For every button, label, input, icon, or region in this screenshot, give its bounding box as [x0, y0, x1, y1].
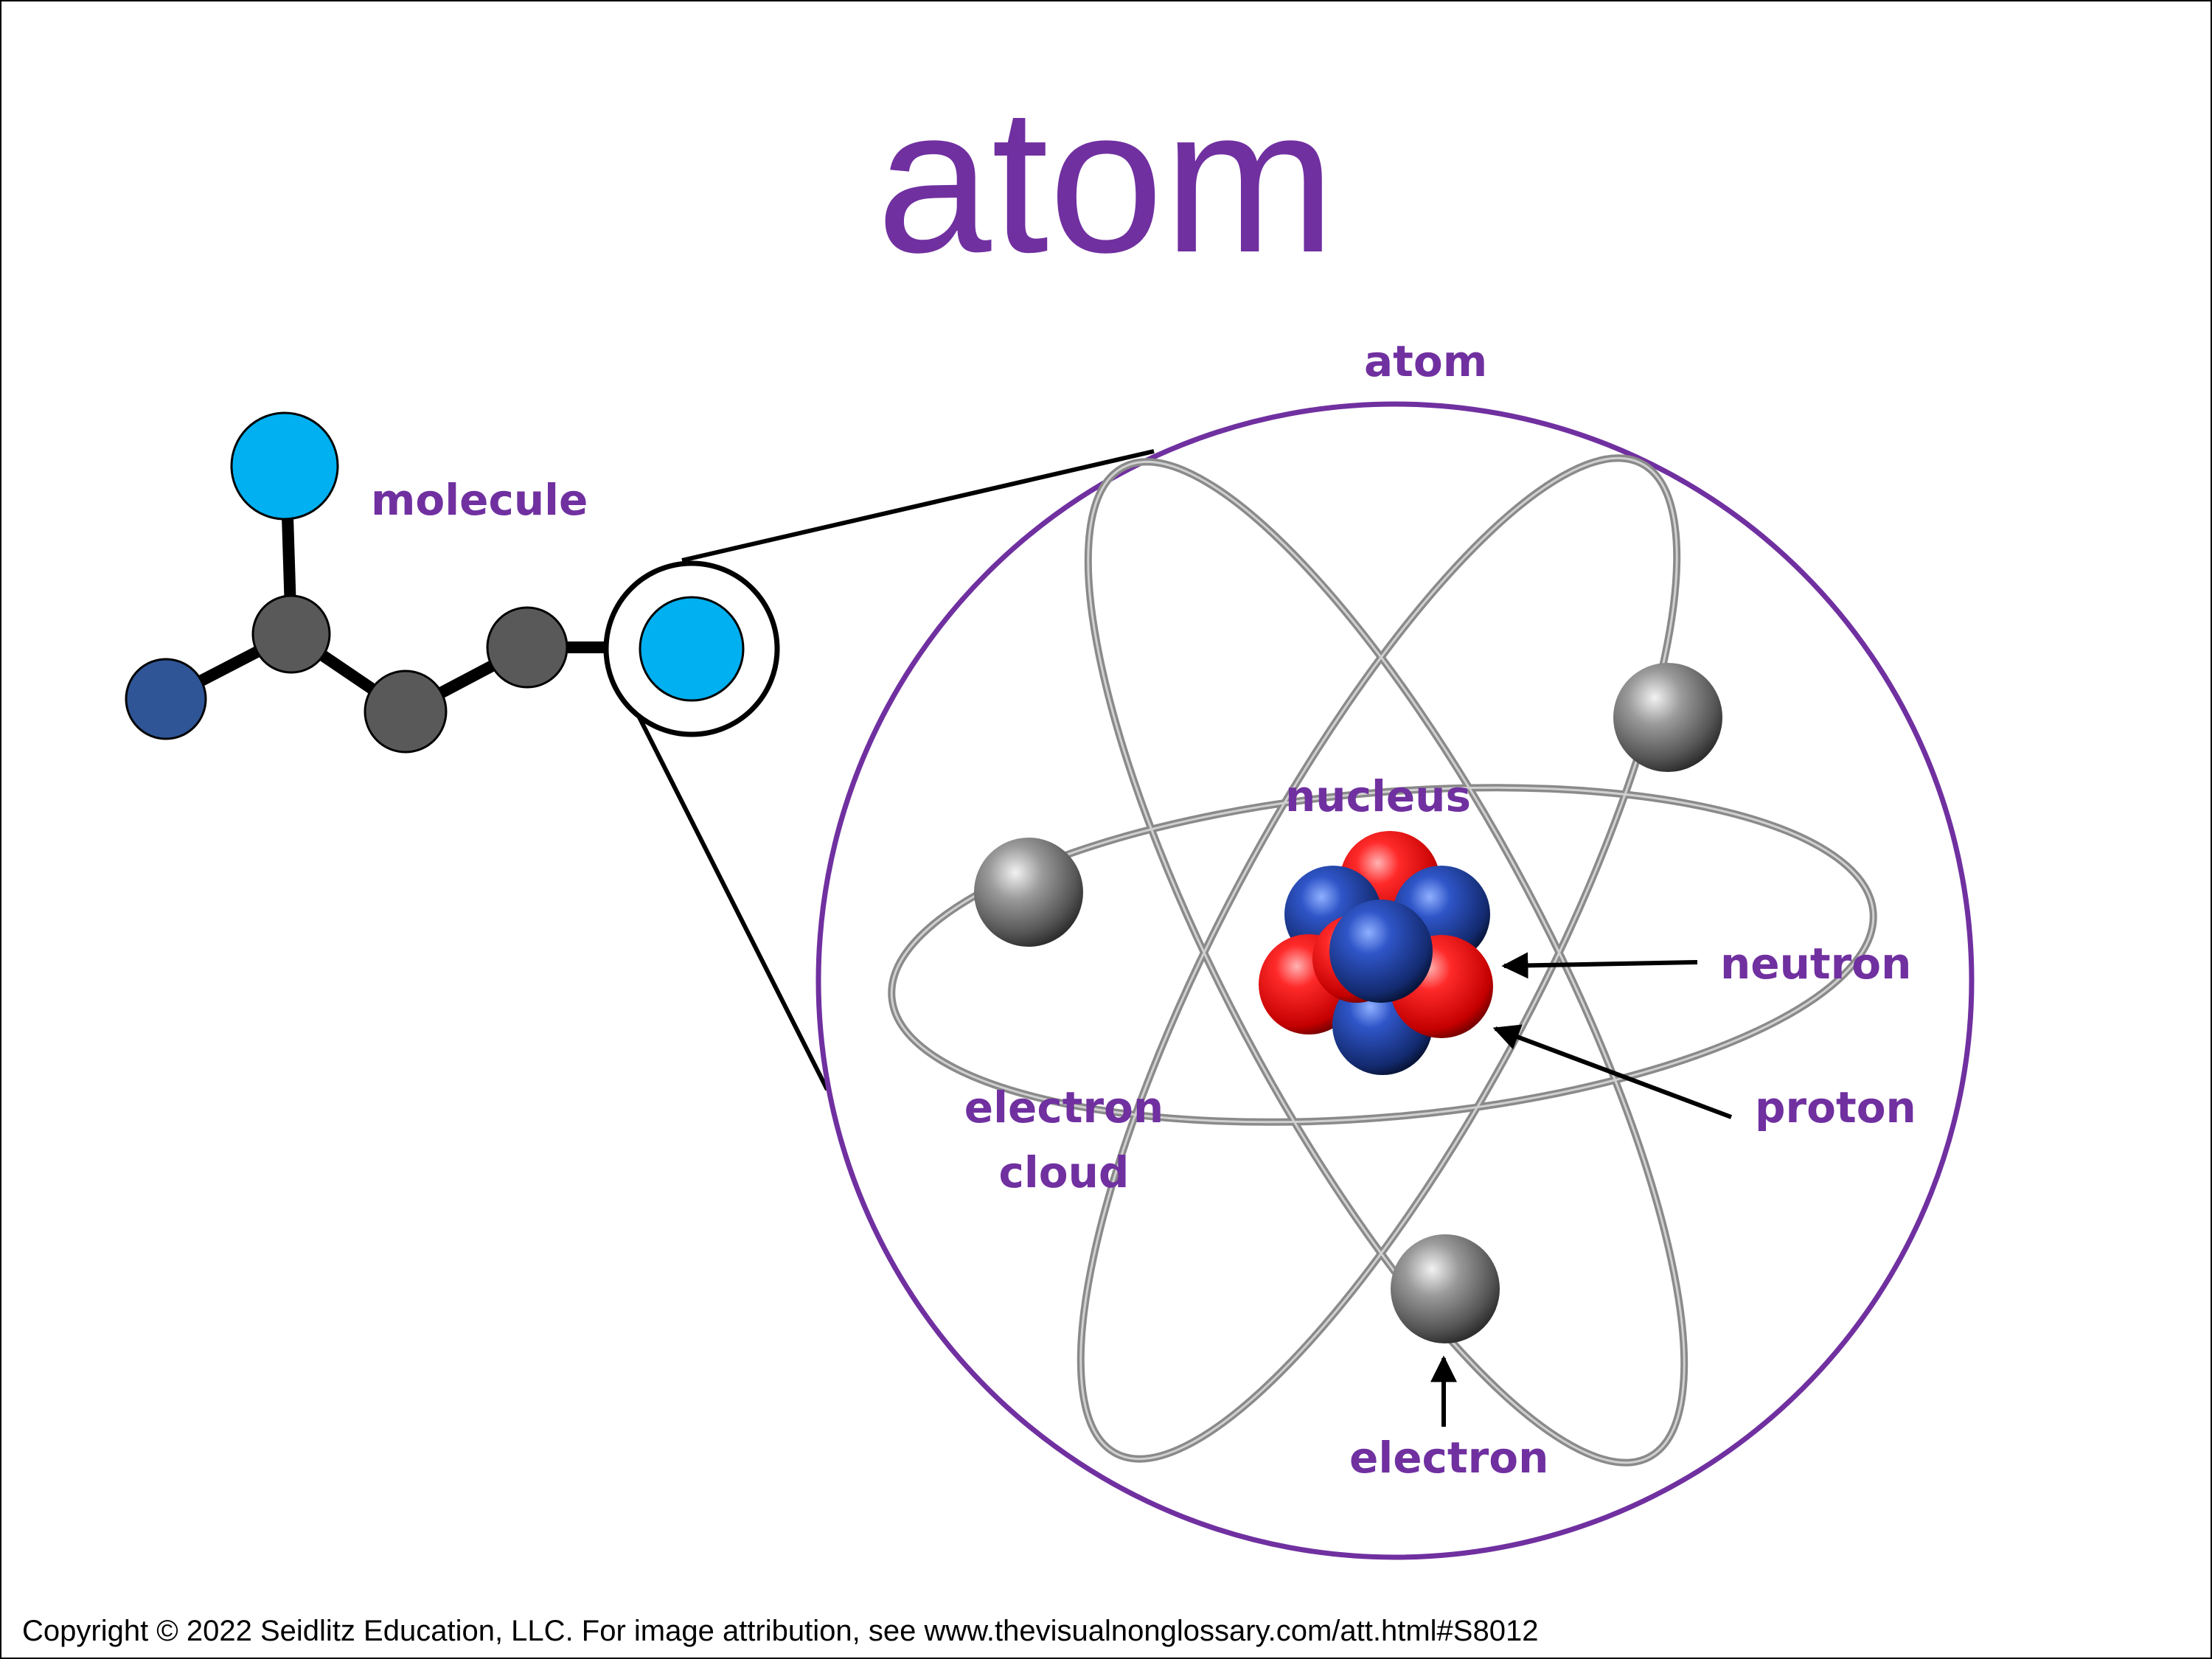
molecule-atom-highlighted	[639, 596, 745, 702]
molecule-atom-light-blue	[230, 411, 339, 521]
label-molecule: molecule	[371, 475, 588, 525]
nucleus	[1259, 831, 1493, 1075]
label-nucleus: nucleus	[1285, 771, 1471, 821]
molecule-atom-gray	[486, 606, 568, 689]
molecule-atom-dark-blue	[125, 658, 207, 740]
neutron	[1329, 900, 1433, 1003]
molecule-atom-gray	[251, 594, 331, 674]
page-title: atom	[876, 66, 1336, 296]
molecule-atom-gray	[364, 669, 448, 754]
label-electron-cloud-line1: electron	[964, 1082, 1164, 1133]
label-electron-cloud: electron cloud	[953, 1082, 1175, 1198]
label-atom: atom	[1364, 336, 1488, 386]
proton-arrow	[1492, 1024, 1733, 1119]
electron	[1391, 1234, 1500, 1343]
label-electron-cloud-line2: cloud	[998, 1147, 1130, 1197]
zoom-line-bottom	[630, 703, 830, 1091]
label-proton: proton	[1755, 1082, 1916, 1133]
electron	[974, 838, 1083, 947]
neutron-arrow	[1501, 952, 1698, 979]
label-neutron: neutron	[1720, 939, 1912, 989]
copyright-notice: Copyright © 2022 Seidlitz Education, LLC…	[22, 1615, 1539, 1647]
electron	[1613, 663, 1722, 772]
label-electron: electron	[1349, 1433, 1549, 1483]
zoom-line-top	[681, 449, 1155, 563]
